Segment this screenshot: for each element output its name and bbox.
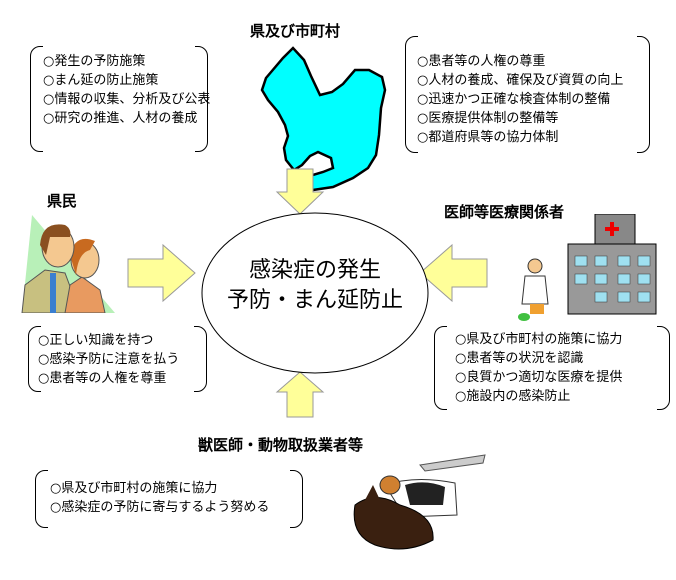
- prefecture-left-bracket: [30, 45, 208, 153]
- list-item: ○感染症の予防に寄与するよう努める: [50, 500, 270, 515]
- center-line-2: 予防・まん延防止: [226, 288, 403, 313]
- prefecture-title: 県及び市町村: [250, 22, 341, 40]
- medical-title: 医師等医療関係者: [444, 203, 565, 221]
- list-item: ○発生の予防施策: [43, 54, 146, 69]
- veterinary-list: ○県及び市町村の施策に協力 ○感染症の予防に寄与するよう努める: [50, 479, 269, 517]
- citizens-title: 県民: [47, 192, 78, 210]
- list-item: ○患者等の人権の尊重: [417, 54, 546, 69]
- list-item: ○迅速かつ正確な検査体制の整備: [417, 92, 611, 107]
- list-item: ○施設内の感染防止: [455, 389, 571, 404]
- arrow-up-icon: [275, 371, 325, 418]
- arrow-right-icon: [127, 243, 196, 303]
- list-item: ○患者等の人権を尊重: [38, 371, 167, 386]
- list-item: ○良質かつ適切な医療を提供: [455, 370, 623, 385]
- citizens-list: ○正しい知識を持つ ○感染予防に注意を払う ○患者等の人権を尊重: [38, 331, 179, 388]
- medical-bracket: [434, 325, 670, 411]
- center-line-1: 感染症の発生: [248, 258, 381, 283]
- medical-list: ○県及び市町村の施策に協力 ○患者等の状況を認識 ○良質かつ適切な医療を提供 ○…: [455, 330, 622, 406]
- list-item: ○正しい知識を持つ: [38, 333, 154, 348]
- list-item: ○研究の推進、人材の養成: [43, 111, 198, 126]
- list-item: ○人材の養成、確保及び資質の向上: [417, 73, 624, 88]
- citizens-people-icon: [21, 215, 115, 313]
- hospital-doctor-icon: [518, 214, 657, 321]
- list-item: ○県及び市町村の施策に協力: [455, 332, 623, 347]
- citizens-bracket: [28, 325, 207, 393]
- list-item: ○県及び市町村の施策に協力: [50, 481, 218, 496]
- center-ellipse: [201, 212, 429, 374]
- veterinary-bracket: [35, 469, 303, 529]
- arrow-left-icon: [419, 243, 488, 303]
- veterinary-title: 獣医師・動物取扱業者等: [198, 436, 364, 454]
- list-item: ○感染予防に注意を払う: [38, 352, 180, 367]
- animals-icon: [353, 454, 486, 550]
- prefecture-right-list: ○患者等の人権の尊重 ○人材の養成、確保及び資質の向上 ○迅速かつ正確な検査体制…: [417, 52, 623, 147]
- list-item: ○都道府県等の協力体制: [417, 130, 559, 145]
- prefecture-left-list: ○発生の予防施策 ○まん延の防止施策 ○情報の収集、分析及び公表 ○研究の推進、…: [43, 52, 210, 128]
- list-item: ○患者等の状況を認識: [455, 351, 584, 366]
- list-item: ○情報の収集、分析及び公表: [43, 92, 211, 107]
- list-item: ○まん延の防止施策: [43, 73, 159, 88]
- list-item: ○医療提供体制の整備等: [417, 111, 559, 126]
- center-goal-text: 感染症の発生 予防・まん延防止: [200, 256, 430, 316]
- arrow-down-icon: [275, 168, 325, 215]
- prefecture-right-bracket: [405, 35, 650, 154]
